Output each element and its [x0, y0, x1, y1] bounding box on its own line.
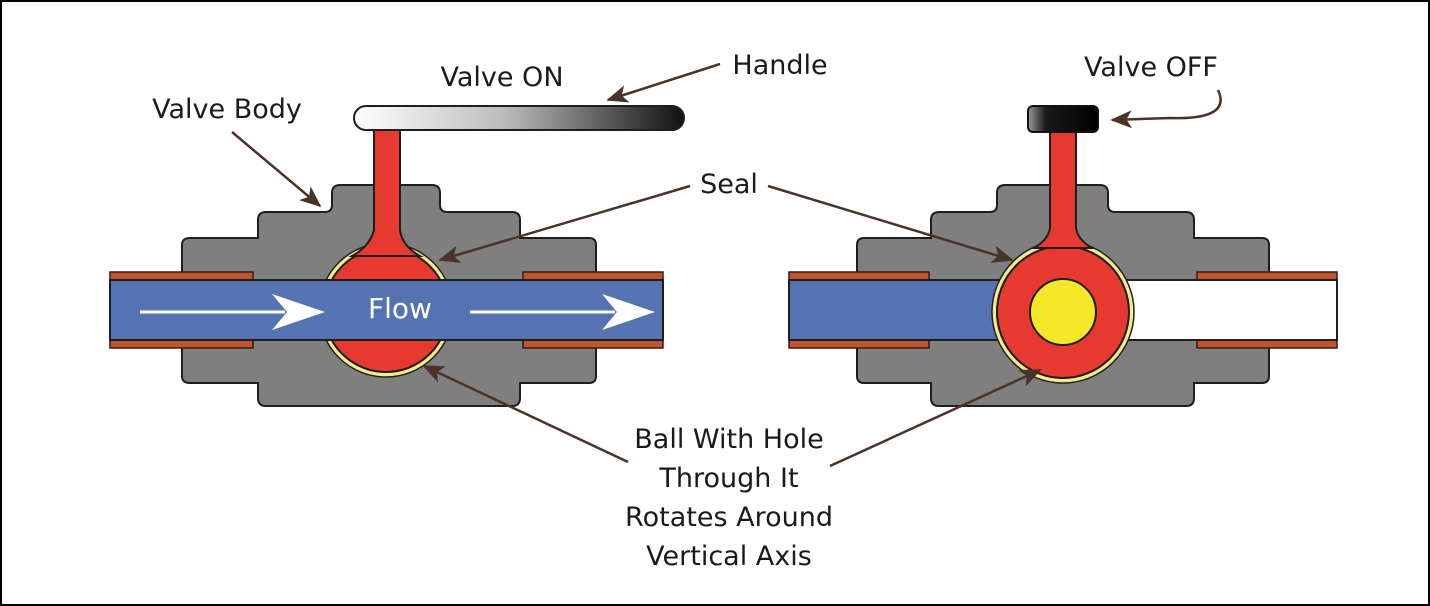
handle-end-view [1027, 105, 1099, 133]
label-seal: Seal [700, 169, 758, 200]
pipe-wall-top-left-on [109, 271, 254, 281]
flow-arrow-right [470, 294, 655, 330]
leader-valve-off [1110, 89, 1222, 129]
pipe-wall-bottom-right-on [522, 339, 664, 349]
stem-off [1030, 127, 1096, 249]
leader-seal-right [767, 184, 1014, 263]
flow-label: Flow [368, 292, 432, 325]
stem-on [348, 125, 424, 257]
label-valve-off: Valve OFF [1084, 52, 1218, 83]
label-valve-body: Valve Body [152, 94, 302, 125]
label-ball-line-4: Vertical Axis [646, 541, 812, 572]
leader-valve-body [231, 131, 322, 208]
valve-on-assembly: Flow [109, 105, 685, 407]
label-ball-line-1: Ball With Hole [634, 424, 823, 455]
label-valve-on: Valve ON [440, 62, 563, 93]
ball-hole-off [1029, 278, 1097, 346]
handle-bar [353, 105, 685, 131]
pipe-wall-bottom-left-off [788, 339, 930, 349]
pipe-wall-bottom-right-off [1196, 339, 1338, 349]
label-ball-line-2: Through It [658, 463, 798, 494]
flow-arrow-left [140, 294, 325, 330]
pipe-wall-top-right-off [1196, 271, 1338, 281]
leader-ball-right [829, 368, 1042, 468]
label-handle: Handle [732, 50, 827, 81]
label-ball-description: Ball With Hole Through It Rotates Around… [625, 424, 833, 572]
label-ball-line-3: Rotates Around [625, 502, 833, 533]
leader-handle [606, 62, 721, 103]
flow-channel-off [788, 279, 1020, 341]
leader-lines [231, 62, 1222, 468]
leader-ball-left [422, 364, 629, 464]
pipe-wall-top-right-on [522, 271, 664, 281]
leader-seal-left [438, 184, 691, 264]
pipe-wall-bottom-left-on [109, 339, 254, 349]
pipe-wall-top-left-off [788, 271, 930, 281]
flow-channel-on [109, 279, 664, 341]
empty-channel-off [1119, 279, 1338, 341]
valve-off-assembly [788, 105, 1338, 407]
